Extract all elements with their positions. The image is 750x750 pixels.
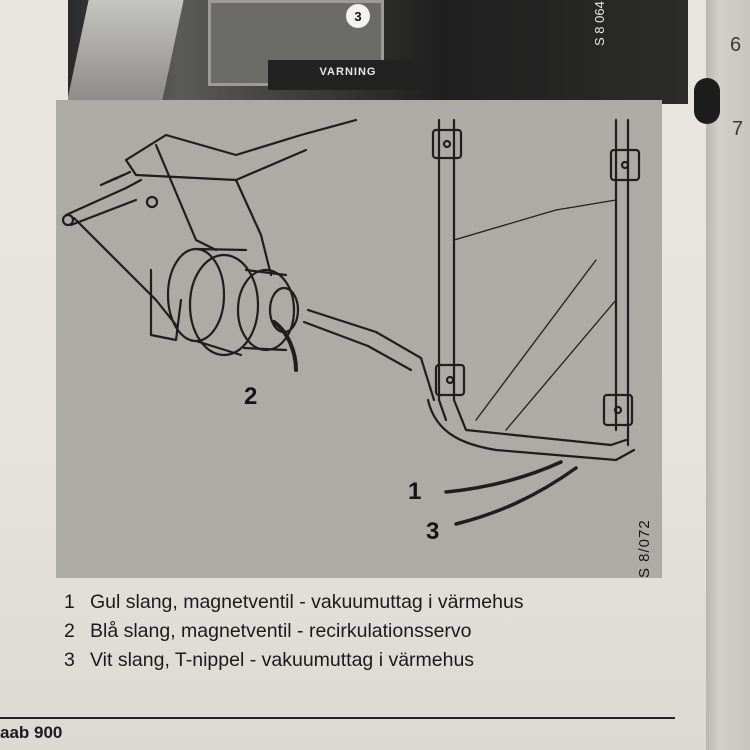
legend-item: 1 Gul slang, magnetventil - vakuumuttag … [64, 588, 524, 617]
legend-number: 1 [64, 591, 75, 613]
legend-number: 2 [64, 620, 75, 642]
warning-label: VARNING [268, 60, 428, 90]
photo-bracket [68, 0, 184, 100]
adjacent-page-edge [706, 0, 750, 750]
yellow-hose [444, 460, 563, 494]
valve-body-outer [166, 247, 226, 343]
marker-1: 1 [408, 478, 422, 505]
legend-text: Gul slang, magnetventil - vakuumuttag i … [90, 591, 524, 613]
figure-reference-code: S 8/072 [636, 519, 653, 578]
marker-2: 2 [244, 383, 258, 410]
figure-legend: 1 Gul slang, magnetventil - vakuumuttag … [64, 588, 524, 675]
footer-rule [0, 717, 675, 719]
engine-bay-photo: 3 VARNING [68, 0, 688, 104]
spring-coils [99, 170, 132, 187]
actuator-rod [64, 178, 143, 217]
white-hose [454, 466, 578, 526]
footer-title: aab 900 [0, 723, 63, 742]
adjacent-page-number: 6 [730, 34, 742, 56]
page-tab-hole [694, 78, 720, 124]
upper-frame [124, 118, 358, 162]
legend-text: Blå slang, magnetventil - recirkulations… [90, 620, 472, 642]
legend-item: 2 Blå slang, magnetventil - recirkulatio… [64, 617, 524, 646]
legend-number: 3 [64, 649, 75, 671]
photo-reference-code: S 8 064 [592, 1, 607, 46]
diagram-drawing [61, 118, 641, 526]
mount-tab [431, 128, 463, 160]
heater-housing-left [437, 118, 448, 422]
legend-item: 3 Vit slang, T-nippel - vakuumuttag i vä… [64, 646, 524, 675]
photo-callout-number: 3 [346, 4, 370, 28]
adjacent-page-number: 7 [732, 118, 744, 140]
legend-text: Vit slang, T-nippel - vakuumuttag i värm… [90, 649, 475, 671]
marker-3: 3 [426, 518, 440, 545]
vacuum-hose-diagram: 2 1 3 [56, 100, 662, 578]
valve-bracket [149, 268, 183, 342]
blue-hose [272, 320, 298, 372]
manual-page: 3 VARNING S 8 064 [0, 0, 722, 750]
